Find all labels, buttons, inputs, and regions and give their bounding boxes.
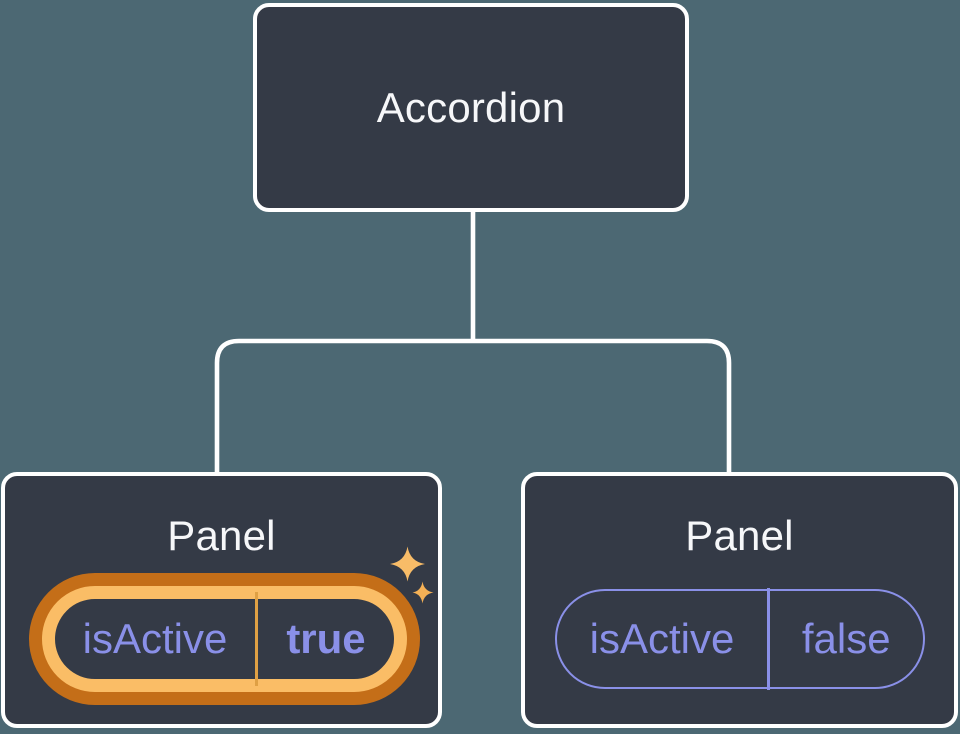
- prop-pill-active: isActive true: [42, 586, 407, 692]
- pill-divider: [255, 592, 258, 686]
- accordion-node: Accordion: [253, 3, 689, 212]
- pill-divider: [767, 588, 770, 690]
- connector-branches: [214, 338, 732, 474]
- panel-node-label: Panel: [167, 512, 276, 559]
- sparkle-small-icon: [412, 581, 434, 604]
- sparkles-icon: [390, 546, 434, 604]
- prop-value-label: false: [801, 615, 891, 662]
- accordion-node-label: Accordion: [376, 83, 566, 131]
- panel-node-inactive: Panel isActive false: [521, 472, 958, 728]
- prop-pill-inactive: isActive false: [555, 588, 925, 690]
- prop-value-label: true: [286, 615, 366, 662]
- prop-name-label: isActive: [589, 615, 735, 662]
- panel-node-active: Panel isActive true: [1, 472, 442, 728]
- panel-node-label: Panel: [685, 512, 794, 559]
- sparkle-large-icon: [390, 546, 425, 582]
- prop-name-label: isActive: [82, 615, 228, 662]
